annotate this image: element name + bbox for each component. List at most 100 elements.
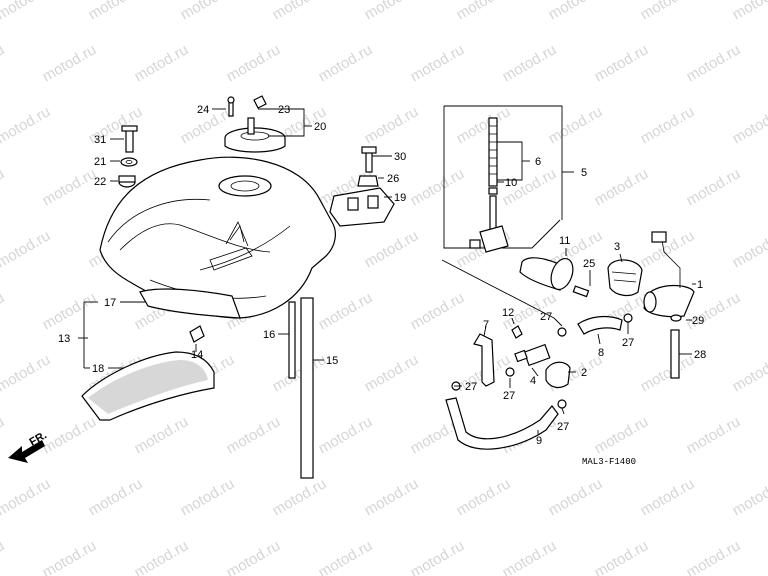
watermark-text-84: motod.ru (316, 413, 376, 457)
watermark-text-60: motod.ru (0, 289, 7, 333)
watermark-text-21: motod.ru (40, 41, 100, 85)
label-part-3: 3 (614, 241, 620, 253)
watermark-text-27: motod.ru (592, 41, 652, 85)
watermark-text-58: motod.ru (638, 227, 698, 271)
watermark-text-39: motod.ru (730, 103, 768, 147)
label-part-13: 13 (58, 333, 70, 345)
front-direction-marker: FR. (8, 429, 49, 463)
tube-15 (300, 297, 314, 479)
watermark-text-22: motod.ru (132, 41, 192, 85)
strainer-3 (607, 259, 643, 297)
watermark-text-80: motod.ru (0, 413, 7, 457)
clip-14 (189, 325, 205, 343)
watermark-text-78: motod.ru (638, 351, 698, 395)
watermark-text-48: motod.ru (684, 165, 744, 209)
watermark-text-94: motod.ru (270, 475, 330, 519)
watermark-text-102: motod.ru (132, 537, 192, 576)
label-part-31: 31 (94, 134, 106, 146)
watermark-text-24: motod.ru (316, 41, 376, 85)
watermark-text-106: motod.ru (500, 537, 560, 576)
watermark-text-95: motod.ru (362, 475, 422, 519)
collar-26 (357, 175, 379, 187)
watermark-text-98: motod.ru (638, 475, 698, 519)
label-part-27-c: 27 (557, 421, 569, 433)
watermark-text-93: motod.ru (178, 475, 238, 519)
label-part-10: 10 (505, 177, 517, 189)
cushion-22 (118, 175, 136, 188)
watermark-text-45: motod.ru (408, 165, 468, 209)
label-part-14: 14 (191, 349, 203, 361)
label-part-26: 26 (387, 173, 399, 185)
label-part-18: 18 (92, 363, 104, 375)
label-part-29: 29 (692, 315, 704, 327)
label-part-11: 11 (559, 235, 570, 247)
bracket-19 (329, 187, 395, 227)
watermark-text-97: motod.ru (546, 475, 606, 519)
label-part-8: 8 (598, 347, 604, 359)
watermark-text-71: motod.ru (0, 351, 53, 395)
watermark-text-14: motod.ru (270, 0, 330, 23)
watermark-text-38: motod.ru (638, 103, 698, 147)
label-part-17: 17 (104, 297, 116, 309)
watermark-text-40: motod.ru (0, 165, 7, 209)
pad-17 (139, 288, 241, 319)
label-part-30: 30 (394, 151, 406, 163)
label-part-1: 1 (697, 279, 703, 291)
label-part-20: 20 (314, 121, 326, 133)
pad-18 (81, 351, 215, 421)
watermark-text-23: motod.ru (224, 41, 284, 85)
label-part-12: 12 (502, 307, 514, 319)
label-part-27-e: 27 (540, 311, 552, 323)
watermark-text-26: motod.ru (500, 41, 560, 85)
watermark-text-88: motod.ru (684, 413, 744, 457)
watermark-text-47: motod.ru (592, 165, 652, 209)
watermark-text-87: motod.ru (592, 413, 652, 457)
bolt-30 (361, 146, 377, 173)
watermark-text-31: motod.ru (0, 103, 53, 147)
label-part-4: 4 (530, 375, 536, 387)
fuel-cap (224, 95, 286, 153)
watermark-text-96: motod.ru (454, 475, 514, 519)
grommet-29 (670, 314, 682, 322)
watermark-text-28: motod.ru (684, 41, 744, 85)
watermark-text-20: motod.ru (0, 41, 7, 85)
fuel-filter-4 (514, 343, 551, 367)
watermark-text-19: motod.ru (730, 0, 768, 23)
watermark-text-12: motod.ru (86, 0, 146, 23)
watermark-text-79: motod.ru (730, 351, 768, 395)
watermark-text-81: motod.ru (40, 413, 100, 457)
label-part-5: 5 (581, 167, 587, 179)
watermark-text-100: motod.ru (0, 537, 7, 576)
fuel-pump (643, 231, 695, 318)
washer-21 (120, 157, 138, 167)
clamp-12 (511, 325, 523, 339)
watermark-text-41: motod.ru (40, 165, 100, 209)
label-part-16: 16 (263, 329, 275, 341)
watermark-text-104: motod.ru (316, 537, 376, 576)
watermark-text-99: motod.ru (730, 475, 768, 519)
label-part-27-b: 27 (503, 390, 515, 402)
hose-7 (473, 333, 495, 387)
watermark-text-61: motod.ru (40, 289, 100, 333)
watermark-text-103: motod.ru (224, 537, 284, 576)
watermark-text-64: motod.ru (316, 289, 376, 333)
watermark-text-16: motod.ru (454, 0, 514, 23)
tube-28 (670, 329, 680, 379)
label-part-28: 28 (694, 349, 706, 361)
watermark-text-37: motod.ru (546, 103, 606, 147)
watermark-text-101: motod.ru (40, 537, 100, 576)
label-part-27-a: 27 (465, 381, 477, 393)
screw-25 (572, 285, 590, 298)
fuel-tank (99, 156, 336, 319)
watermark-text-35: motod.ru (362, 103, 422, 147)
watermark-text-36: motod.ru (454, 103, 514, 147)
watermark-text-18: motod.ru (638, 0, 698, 23)
watermark-text-13: motod.ru (178, 0, 238, 23)
watermark-text-65: motod.ru (408, 289, 468, 333)
label-part-2: 2 (581, 367, 587, 379)
label-part-19: 19 (394, 192, 406, 204)
label-part-7: 7 (483, 319, 489, 331)
label-part-27-d: 27 (622, 337, 634, 349)
